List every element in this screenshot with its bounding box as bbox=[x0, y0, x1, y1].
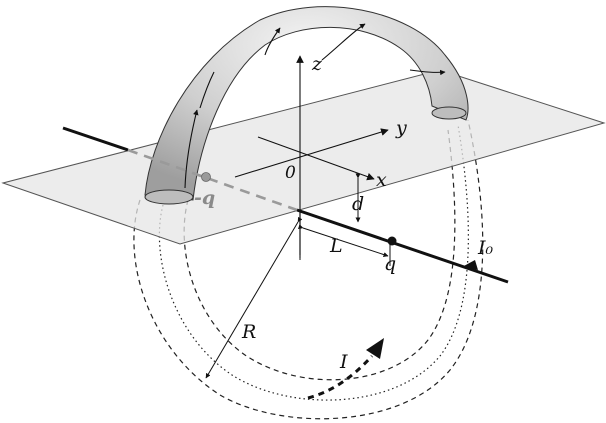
upper-torus bbox=[144, 6, 469, 205]
torus-field-lines bbox=[184, 23, 446, 189]
field-line-2 bbox=[199, 71, 215, 109]
charge-q bbox=[387, 236, 397, 246]
label-y: y bbox=[395, 117, 407, 139]
current-I-head bbox=[366, 338, 384, 359]
label-q: q bbox=[384, 253, 396, 275]
wire bbox=[62, 126, 509, 284]
radius-R-line bbox=[205, 216, 303, 379]
wire-left-segment bbox=[62, 126, 129, 152]
horizontal-plane bbox=[1, 69, 606, 245]
image-wire-dashed bbox=[127, 148, 298, 212]
lower-torus-outer-dashed bbox=[133, 119, 484, 420]
label-I: I bbox=[339, 351, 348, 373]
current-I-arrow bbox=[307, 338, 384, 400]
distance-L-marker bbox=[297, 222, 391, 266]
label-L: L bbox=[329, 235, 343, 257]
label-d: d bbox=[352, 193, 364, 215]
y-axis bbox=[234, 128, 389, 178]
label-x: x bbox=[376, 169, 387, 191]
lower-torus-mid-dotted bbox=[158, 124, 469, 401]
L-arrow bbox=[297, 224, 389, 257]
current-I-dashes bbox=[307, 354, 374, 400]
label-neg-q: -q bbox=[194, 187, 215, 209]
field-line-1 bbox=[184, 109, 199, 189]
torus-cut-left bbox=[144, 189, 194, 205]
label-origin: 0 bbox=[285, 163, 296, 183]
wire-main-segment bbox=[296, 208, 509, 284]
wire-current-arrow bbox=[462, 260, 478, 270]
charge-neg-q bbox=[201, 172, 211, 182]
label-z: z bbox=[311, 53, 323, 75]
x-axis bbox=[257, 136, 375, 181]
field-line-3 bbox=[264, 27, 281, 56]
field-line-4 bbox=[321, 23, 366, 61]
field-line-5 bbox=[409, 69, 446, 76]
torus-cut-right bbox=[431, 106, 467, 120]
label-I0: I₀ bbox=[477, 237, 494, 259]
torus-body bbox=[144, 6, 469, 201]
label-R: R bbox=[241, 321, 256, 343]
